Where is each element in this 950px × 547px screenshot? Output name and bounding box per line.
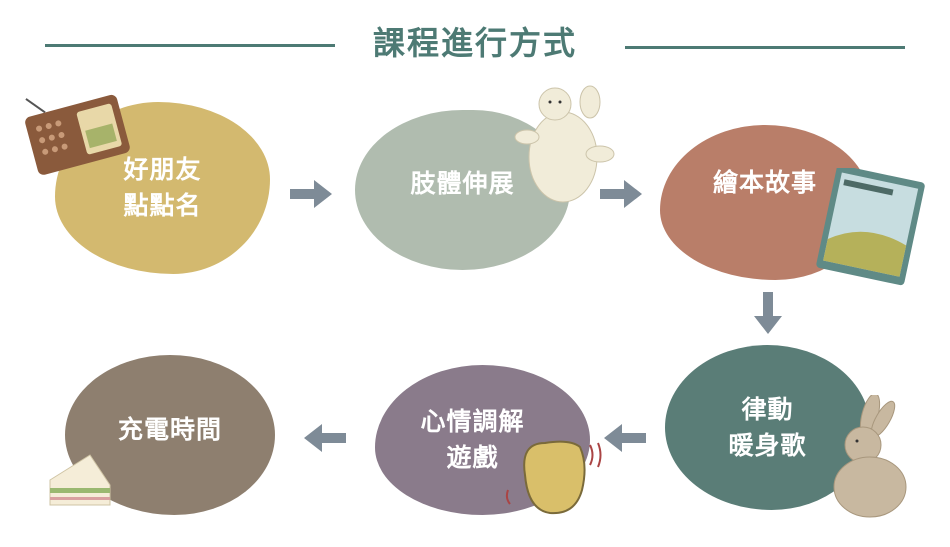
picture-book-icon	[816, 168, 925, 286]
page-title: 課程進行方式	[372, 24, 577, 62]
step-5-label: 心情調解 遊戲	[420, 407, 525, 472]
title-rule-left	[45, 44, 335, 47]
title-rule-right	[625, 46, 905, 49]
step-4-label: 律動 暖身歌	[728, 394, 807, 460]
step-2-label: 肢體伸展	[410, 169, 515, 198]
arrow-down-icon	[754, 292, 782, 334]
hand-icon	[505, 440, 602, 515]
arrow-left-icon	[304, 424, 346, 452]
arrow-right-icon	[290, 180, 332, 208]
step-3-label: 繪本故事	[712, 167, 817, 197]
step-1-label: 好朋友 點點名	[123, 155, 202, 220]
radio-icon	[25, 94, 130, 175]
arrow-left-icon	[604, 424, 646, 452]
rabbit-icon	[833, 395, 907, 518]
step-6-label: 充電時間	[117, 415, 222, 444]
polar-bear-icon	[514, 85, 615, 203]
arrow-right-icon	[600, 180, 642, 208]
cake-icon	[49, 454, 111, 506]
